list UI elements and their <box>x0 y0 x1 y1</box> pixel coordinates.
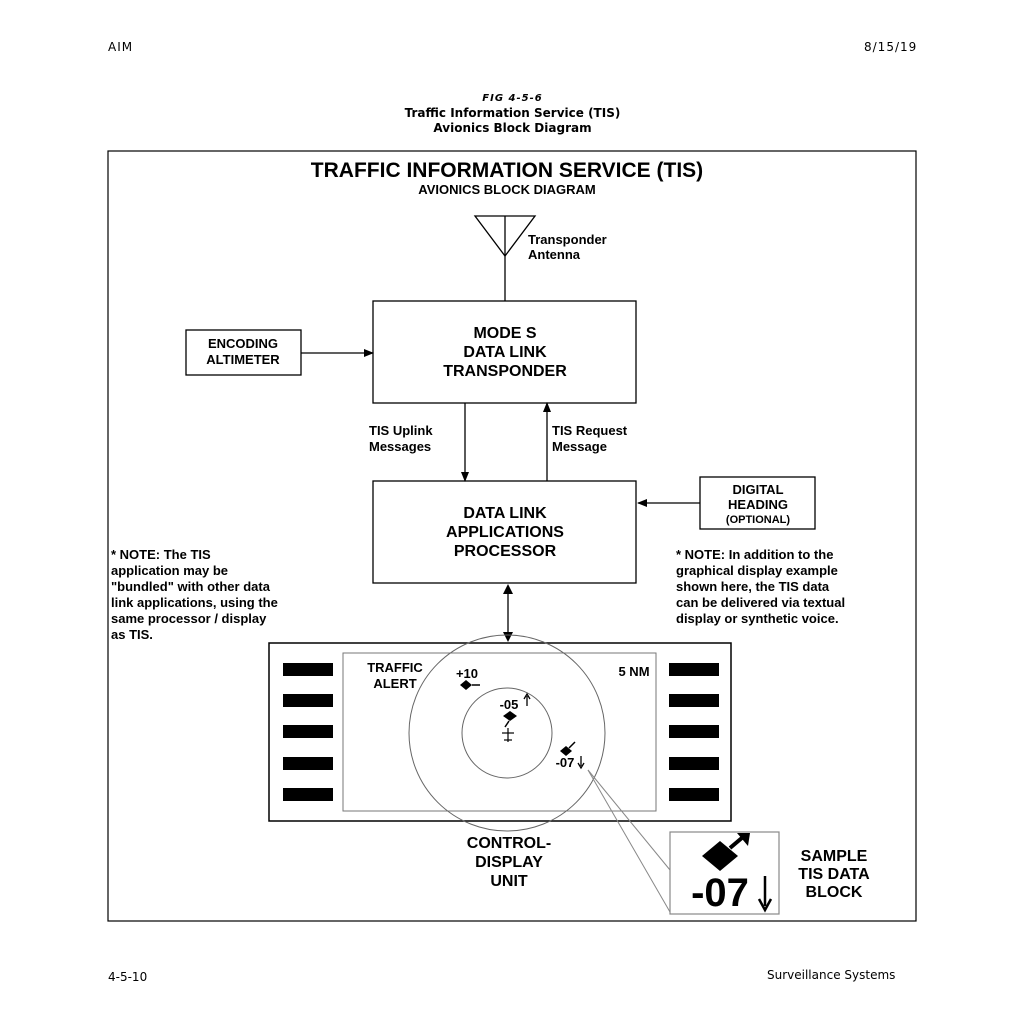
cdu-label-line1: CONTROL- <box>467 835 551 852</box>
sample-altitude: -07 <box>691 871 749 915</box>
diagram-title: TRAFFIC INFORMATION SERVICE (TIS) <box>311 159 703 182</box>
transponder-line2: DATA LINK <box>463 344 547 361</box>
target2-trend-up-icon <box>523 692 531 706</box>
arrowhead-up <box>503 584 513 594</box>
callout-line-lower <box>587 769 671 913</box>
range-ring-inner <box>461 687 553 779</box>
antenna-icon <box>473 215 537 301</box>
target2-altitude: -05 <box>500 697 519 712</box>
antenna-label-line2: Antenna <box>528 247 581 262</box>
note-right-line5: display or synthetic voice. <box>676 611 839 626</box>
note-left-line5: same processor / display <box>111 611 267 626</box>
sample-trend-down-icon <box>757 876 773 913</box>
digital-heading-line3: (OPTIONAL) <box>726 514 790 526</box>
range-ring-outer <box>408 634 606 832</box>
note-left-line6: as TIS. <box>111 627 153 642</box>
transponder-line3: TRANSPONDER <box>443 363 567 380</box>
note-right-line2: graphical display example <box>676 563 838 578</box>
request-label-line2: Message <box>552 439 607 454</box>
encoding-altimeter-line1: ENCODING <box>208 336 278 351</box>
ownship-icon <box>502 728 514 742</box>
uplink-label-line2: Messages <box>369 439 431 454</box>
note-left-line4: link applications, using the <box>111 595 278 610</box>
uplink-label-line1: TIS Uplink <box>369 423 433 438</box>
figure-title: Traffic Information Service (TIS) <box>404 106 621 120</box>
target1-icon <box>460 680 480 690</box>
arrowhead-down <box>503 632 513 642</box>
digital-heading-line2: HEADING <box>728 497 788 512</box>
sample-label-line1: SAMPLE <box>801 848 868 865</box>
target1-altitude: +10 <box>456 666 478 681</box>
sample-data-block <box>669 831 780 915</box>
note-right-line3: shown here, the TIS data <box>676 579 830 594</box>
range-label: 5 NM <box>618 664 649 679</box>
cdu-left-keys <box>283 663 333 801</box>
target3-trend-down-icon <box>577 756 585 770</box>
footer-section: Surveillance Systems <box>767 968 896 982</box>
note-right-line4: can be delivered via textual <box>676 595 845 610</box>
header-left: AIM <box>108 40 134 54</box>
cdu-label-line2: DISPLAY <box>475 854 543 871</box>
transponder-box <box>372 300 637 404</box>
antenna-label-line1: Transponder <box>528 232 607 247</box>
processor-line2: APPLICATIONS <box>446 524 564 541</box>
sample-label-line2: TIS DATA <box>798 866 870 883</box>
footer-page-number: 4-5-10 <box>108 970 148 984</box>
note-right: * NOTE: In addition to the graphical dis… <box>676 547 845 626</box>
sample-label-line3: BLOCK <box>806 884 863 901</box>
digital-heading-line1: DIGITAL <box>732 482 783 497</box>
cdu-screen <box>342 652 657 812</box>
diagram-subtitle: AVIONICS BLOCK DIAGRAM <box>418 182 595 197</box>
transponder-line1: MODE S <box>473 325 536 342</box>
diagram-frame <box>107 150 917 922</box>
cdu-right-keys <box>669 663 719 801</box>
note-left: * NOTE: The TIS application may be "bund… <box>111 547 278 642</box>
traffic-alert-line2: ALERT <box>373 676 416 691</box>
callout-line-upper <box>587 769 671 871</box>
target2-icon <box>503 711 517 728</box>
note-left-line2: application may be <box>111 563 228 578</box>
note-right-line1: * NOTE: In addition to the <box>676 547 833 562</box>
header-right: 8/15/19 <box>864 40 918 54</box>
cdu-label-line3: UNIT <box>490 873 528 890</box>
request-label-line1: TIS Request <box>552 423 628 438</box>
target3-altitude: -07 <box>556 755 575 770</box>
figure-number: FIG 4-5-6 <box>482 93 543 104</box>
encoding-altimeter-line2: ALTIMETER <box>206 352 280 367</box>
target3-icon <box>560 741 576 756</box>
processor-line3: PROCESSOR <box>454 543 557 560</box>
sample-traffic-icon <box>702 833 750 871</box>
cdu-outer <box>268 642 732 822</box>
note-left-line3: "bundled" with other data <box>111 579 271 594</box>
note-left-line1: * NOTE: The TIS <box>111 547 211 562</box>
processor-line1: DATA LINK <box>463 505 547 522</box>
processor-box <box>372 480 637 584</box>
figure-subtitle: Avionics Block Diagram <box>433 121 592 135</box>
traffic-alert-line1: TRAFFIC <box>367 660 423 675</box>
